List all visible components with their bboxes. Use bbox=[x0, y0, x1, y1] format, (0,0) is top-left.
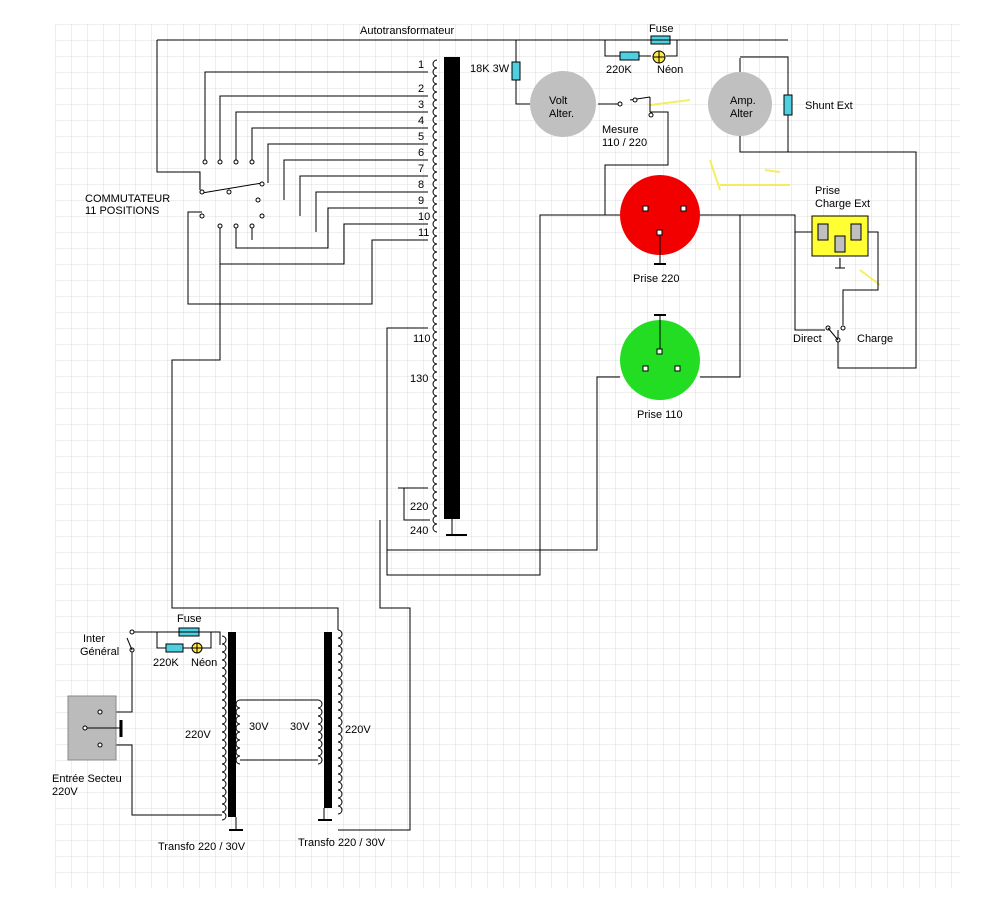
charge-label: Charge bbox=[857, 333, 893, 345]
entree-label-1: Entrée Secteu bbox=[52, 773, 122, 785]
tap-label-110: 110 bbox=[413, 333, 431, 345]
tap-number-9: 9 bbox=[418, 195, 424, 207]
volt-meter bbox=[530, 71, 596, 137]
commutator-contact bbox=[217, 159, 223, 165]
top-resistor-220k bbox=[619, 51, 640, 61]
commutator-contact bbox=[249, 223, 255, 229]
amp-meter-label-1: Amp. bbox=[730, 95, 756, 107]
commutator-contact bbox=[202, 159, 208, 165]
transfo-1 bbox=[221, 632, 243, 831]
tap-number-4: 4 bbox=[418, 115, 424, 127]
bottom-resistor-label: 220K bbox=[153, 657, 179, 669]
tap-number-11: 11 bbox=[418, 227, 429, 239]
resistor-18k bbox=[511, 61, 521, 81]
resistor-18k-label: 18K 3W bbox=[470, 63, 510, 75]
tap-label-130: 130 bbox=[410, 373, 428, 385]
commutator-contact bbox=[255, 197, 261, 203]
mesure-label-2: 110 / 220 bbox=[602, 137, 647, 149]
commutator-contact bbox=[249, 159, 255, 165]
grid-background bbox=[55, 24, 960, 888]
transfo-1-label: Transfo 220 / 30V bbox=[158, 841, 246, 853]
commutator-contacts bbox=[199, 159, 265, 229]
autotransformer: Autotransformateur bbox=[360, 25, 467, 536]
prise-charge-label-2: Charge Ext bbox=[815, 198, 870, 210]
prise-220-label: Prise 220 bbox=[633, 273, 679, 285]
commutator-label-line1: COMMUTATEUR bbox=[85, 193, 170, 205]
tap-number-10: 10 bbox=[418, 211, 430, 223]
commutator-contact bbox=[233, 159, 239, 165]
amp-meter-label-2: Alter bbox=[730, 108, 753, 120]
transfo-1-secondary-label: 30V bbox=[249, 721, 269, 733]
commutator-contact bbox=[226, 189, 232, 195]
top-neon-label: Néon bbox=[657, 64, 683, 76]
bottom-resistor-220k bbox=[165, 643, 184, 653]
commutator-contact bbox=[259, 213, 265, 219]
shunt-resistor bbox=[783, 94, 793, 116]
top-fuse-label: Fuse bbox=[649, 23, 673, 35]
inter-label-2: Général bbox=[80, 646, 119, 658]
commutator-contact bbox=[233, 223, 239, 229]
transfo-2-secondary-label: 220V bbox=[345, 724, 371, 736]
volt-meter-label-2: Alter. bbox=[549, 108, 574, 120]
bottom-neon-label: Néon bbox=[191, 657, 217, 669]
prise-110-socket bbox=[620, 320, 700, 400]
tap-number-7: 7 bbox=[418, 163, 424, 175]
volt-meter-label-1: Volt bbox=[549, 95, 567, 107]
yellow-artifacts bbox=[649, 99, 881, 286]
tap-number-6: 6 bbox=[418, 147, 424, 159]
tap-label-220: 220 bbox=[410, 501, 428, 513]
wires bbox=[100, 39, 917, 831]
mesure-switch bbox=[617, 97, 654, 118]
shunt-label: Shunt Ext bbox=[805, 100, 853, 112]
autotransformer-winding bbox=[432, 59, 438, 533]
top-resistor-label: 220K bbox=[606, 64, 632, 76]
tap-labels: 1 2 3 4 5 6 7 8 9 10 11 bbox=[418, 59, 430, 239]
tap-number-5: 5 bbox=[418, 131, 424, 143]
prise-charge-label-1: Prise bbox=[815, 185, 840, 197]
amp-meter bbox=[708, 72, 772, 136]
commutator-contact bbox=[259, 181, 265, 187]
tap-label-240: 240 bbox=[410, 525, 428, 537]
tap-number-8: 8 bbox=[418, 179, 424, 191]
prise-220-socket bbox=[620, 175, 700, 255]
tap-number-2: 2 bbox=[418, 83, 424, 95]
direct-label: Direct bbox=[793, 333, 822, 345]
mesure-label-1: Mesure bbox=[602, 124, 639, 136]
tap-number-3: 3 bbox=[418, 99, 424, 111]
autotransformer-core bbox=[444, 57, 460, 519]
inter-label-1: Inter bbox=[83, 633, 105, 645]
bottom-fuse-label: Fuse bbox=[177, 613, 201, 625]
commutator-contact bbox=[199, 189, 205, 195]
tap-number-1: 1 bbox=[418, 59, 424, 71]
transfo-1-primary-label: 220V bbox=[185, 729, 211, 741]
transfo-2 bbox=[317, 629, 343, 821]
autotransformer-title: Autotransformateur bbox=[360, 25, 454, 37]
prise-110-label: Prise 110 bbox=[637, 409, 683, 421]
transfo-2-label: Transfo 220 / 30V bbox=[298, 837, 386, 849]
commutator-contact bbox=[199, 213, 205, 219]
entree-label-2: 220V bbox=[52, 786, 78, 798]
commutator-label-line2: 11 POSITIONS bbox=[85, 205, 159, 217]
transfo-2-primary-label: 30V bbox=[290, 721, 310, 733]
commutator-contact bbox=[217, 223, 223, 229]
